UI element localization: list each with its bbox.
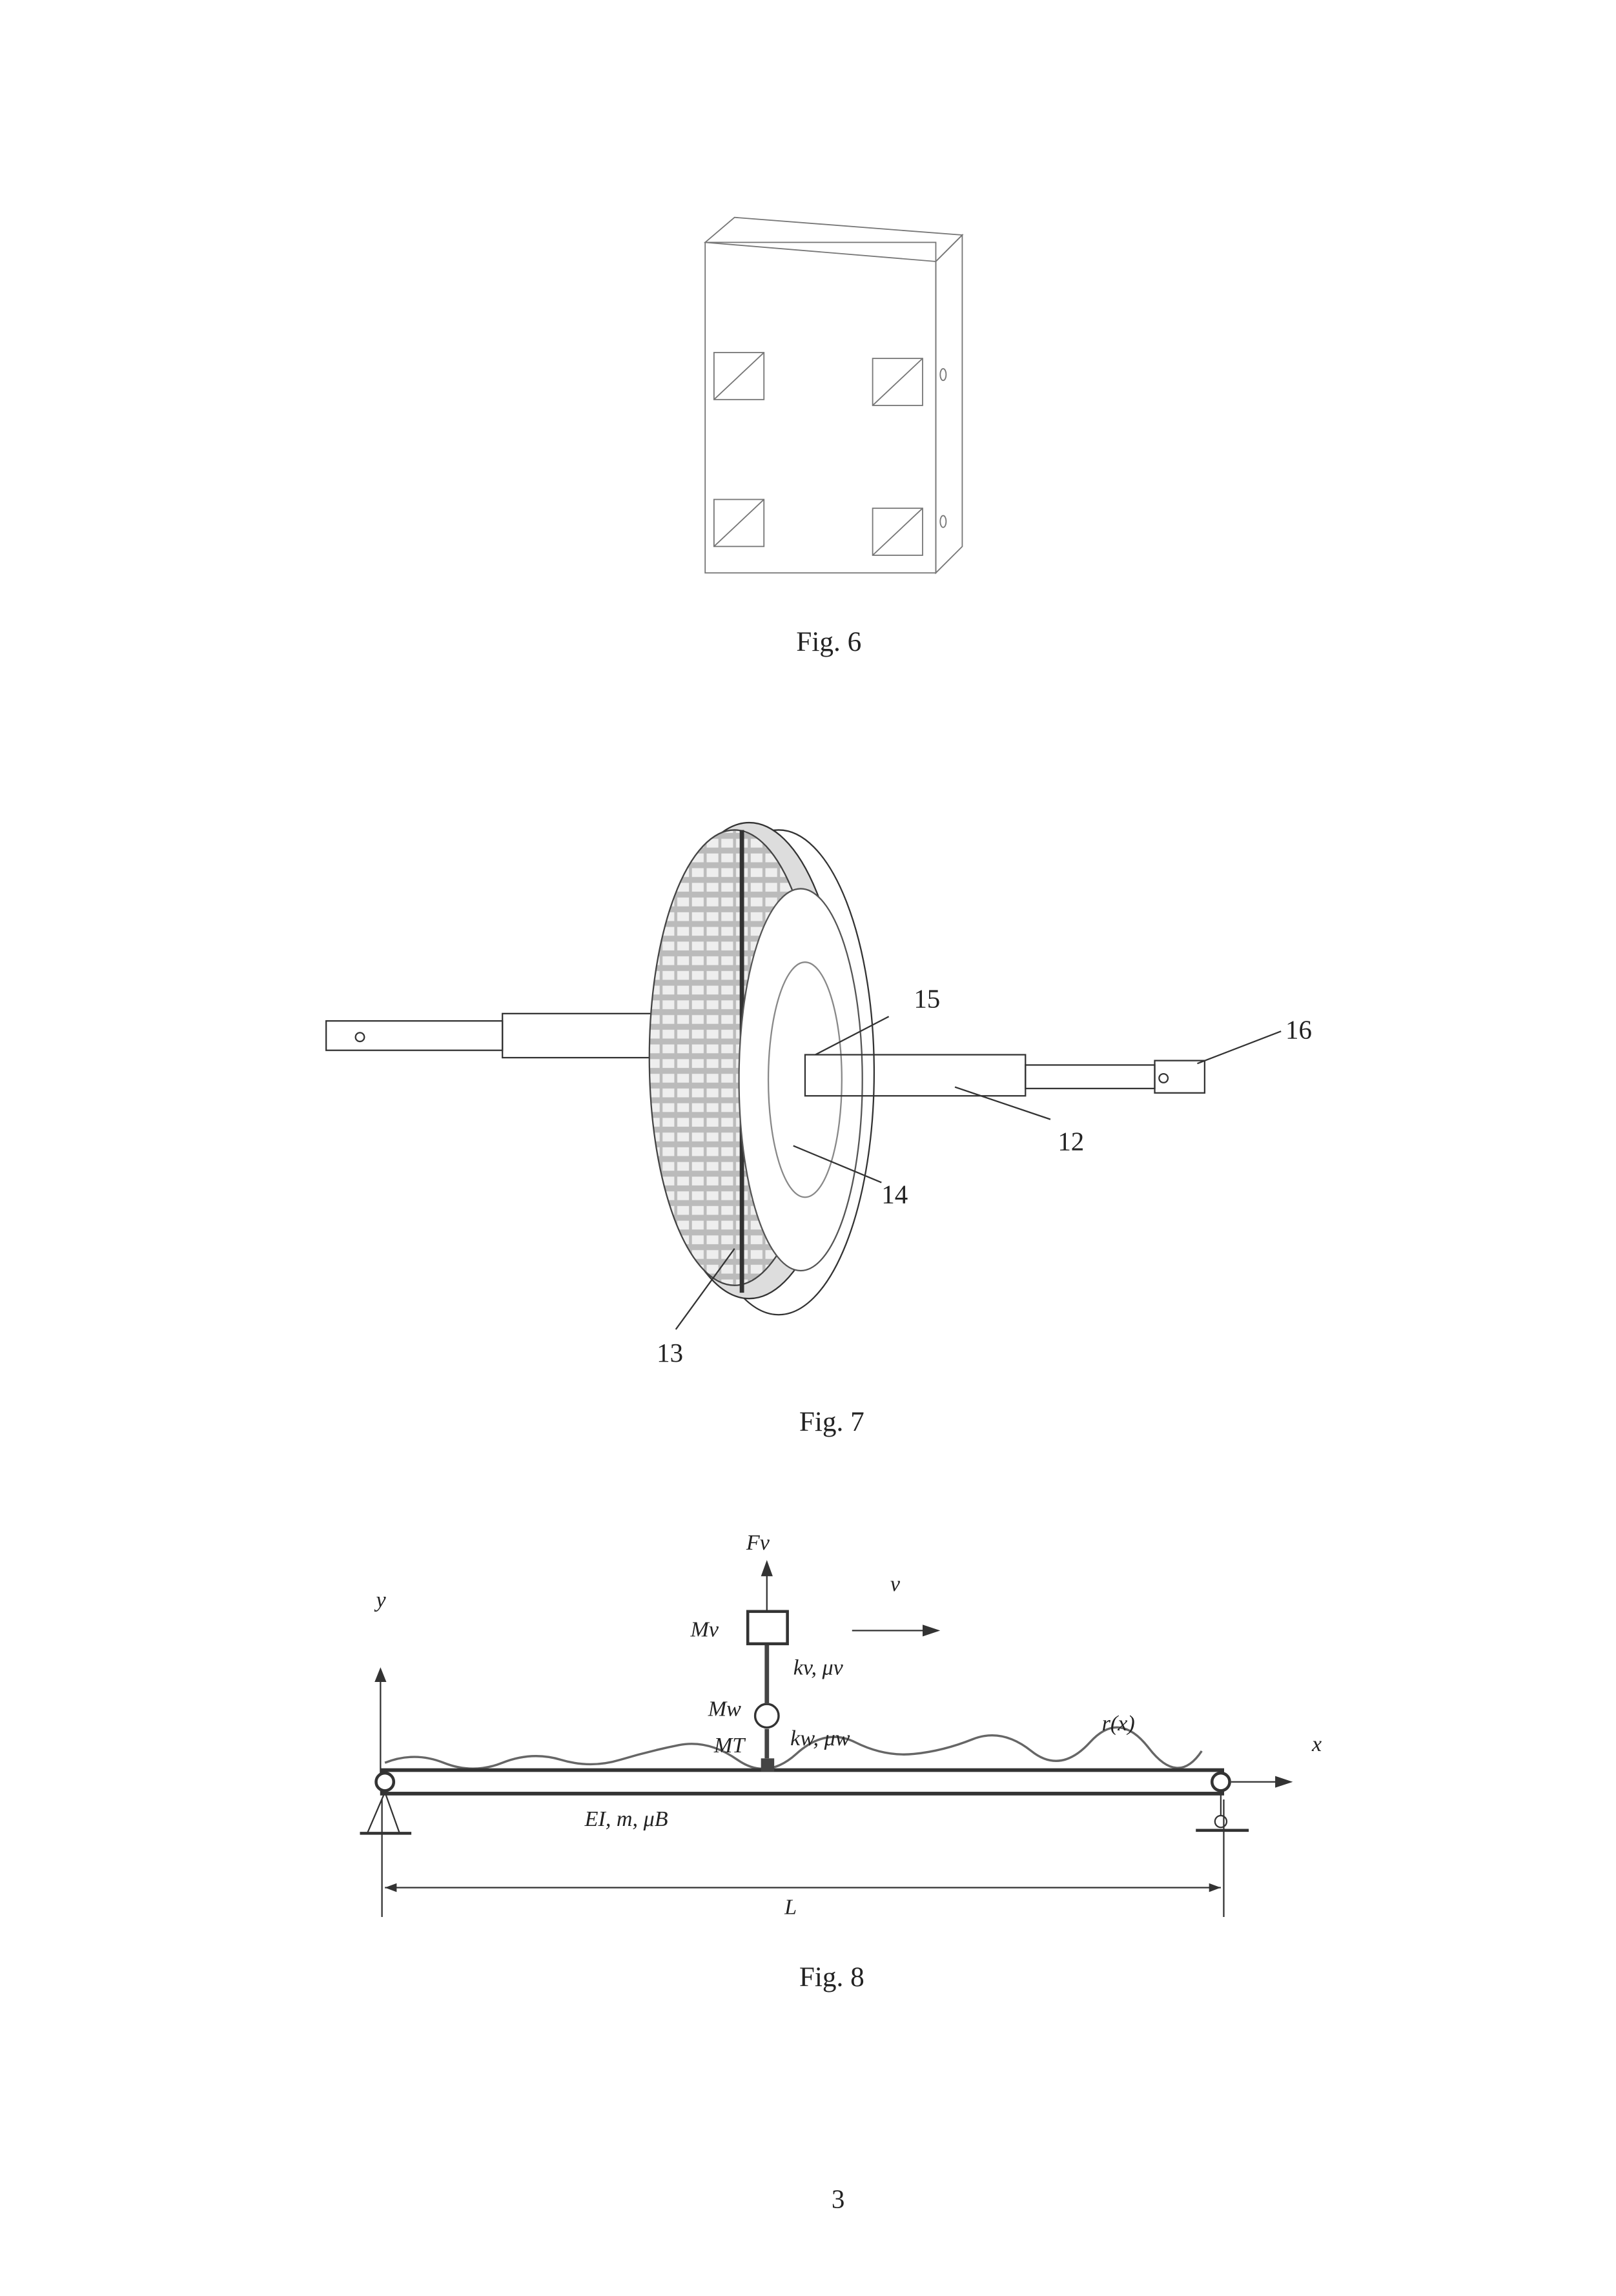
- fig6-slots: [714, 353, 946, 555]
- label-x: x: [1311, 1732, 1322, 1756]
- label-v: v: [890, 1572, 901, 1596]
- label-rx: r(x): [1102, 1712, 1135, 1736]
- fig8-caption: Fig. 8: [799, 1962, 864, 1993]
- fig7-caption: Fig. 7: [799, 1406, 864, 1437]
- label-kv-muv: kv, μv: [793, 1656, 844, 1680]
- label-mw: Mw: [708, 1697, 741, 1721]
- label-mt: MT: [713, 1734, 746, 1758]
- fig6-caption: Fig. 6: [796, 626, 861, 657]
- label-13: 13: [657, 1338, 683, 1368]
- page-number: 3: [832, 2184, 844, 2213]
- label-kw-muw: kw, μw: [790, 1727, 850, 1750]
- label-14: 14: [881, 1180, 908, 1209]
- fig6-block-drawing: [705, 218, 962, 573]
- label-12: 12: [1058, 1127, 1084, 1156]
- label-length: L: [784, 1895, 797, 1919]
- label-fv: Fv: [746, 1531, 770, 1555]
- label-y: y: [374, 1588, 387, 1612]
- label-15: 15: [914, 985, 940, 1014]
- label-mv: Mv: [690, 1617, 719, 1641]
- fig7-wheel-axle-drawing: [326, 823, 1281, 1329]
- label-16: 16: [1285, 1016, 1312, 1045]
- label-beam-properties: EI, m, μB: [584, 1807, 668, 1831]
